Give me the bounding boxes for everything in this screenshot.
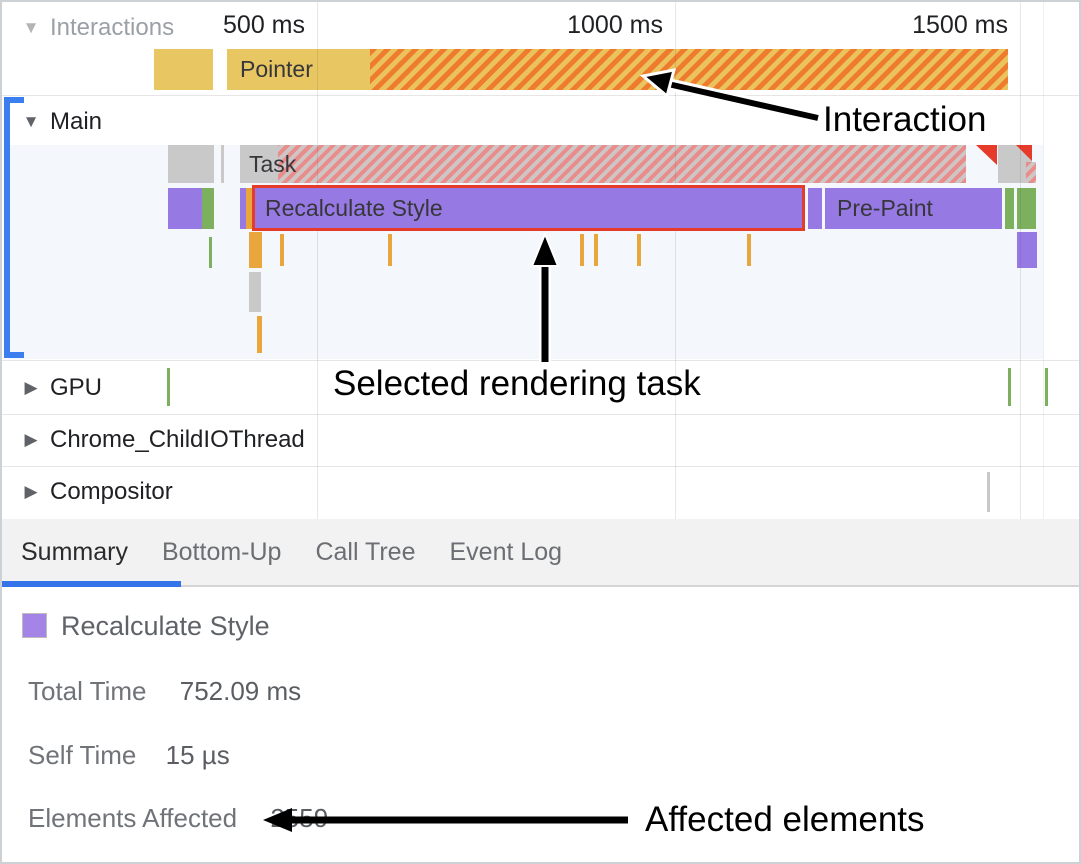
summary-event-title: Recalculate Style bbox=[61, 611, 270, 641]
recalc-style-continuation[interactable] bbox=[808, 188, 822, 229]
pre-paint-label: Pre-Paint bbox=[837, 195, 933, 221]
selected-tab-underline bbox=[0, 581, 181, 587]
recalc-style-sliver[interactable] bbox=[240, 188, 246, 229]
gridline-500ms bbox=[317, 0, 318, 519]
track-divider bbox=[0, 360, 1081, 361]
expand-triangle-icon[interactable]: ▶ bbox=[24, 482, 38, 501]
track-interactions[interactable]: ▼ Interactions bbox=[22, 14, 175, 42]
gridline-1000ms bbox=[675, 0, 676, 519]
track-divider bbox=[0, 95, 1081, 96]
expand-triangle-icon[interactable]: ▶ bbox=[24, 430, 38, 449]
event-tick[interactable] bbox=[637, 234, 641, 266]
summary-total-time-row: Total Time 752.09 ms bbox=[28, 676, 301, 707]
self-time-label: Self Time bbox=[28, 740, 137, 770]
event-tick[interactable] bbox=[257, 316, 262, 353]
track-child-io-label: Chrome_ChildIOThread bbox=[50, 426, 305, 453]
event-tick[interactable] bbox=[747, 234, 751, 266]
event-color-swatch bbox=[22, 613, 47, 638]
total-time-value: 752.09 ms bbox=[179, 676, 302, 706]
long-task-hatch-fragment bbox=[1026, 162, 1036, 183]
track-compositor-label: Compositor bbox=[50, 478, 173, 505]
gpu-event-tick[interactable] bbox=[1008, 368, 1011, 406]
recalculate-style-label: Recalculate Style bbox=[265, 195, 443, 221]
summary-elements-affected-row: Elements Affected 2559 bbox=[28, 803, 328, 834]
selected-track-bracket bbox=[4, 97, 24, 358]
compositor-event-tick[interactable] bbox=[987, 472, 990, 512]
annotation-selected-task: Selected rendering task bbox=[333, 364, 701, 403]
event-tick[interactable] bbox=[388, 234, 392, 266]
recalculate-style-selected-bar[interactable]: Recalculate Style bbox=[252, 185, 805, 231]
event-sliver[interactable] bbox=[246, 188, 255, 229]
event-tick[interactable] bbox=[249, 232, 262, 268]
track-interactions-label: Interactions bbox=[50, 14, 175, 41]
track-divider bbox=[0, 466, 1081, 467]
total-time-label: Total Time bbox=[28, 676, 147, 706]
pointer-interaction-label: Pointer bbox=[240, 56, 313, 82]
event-tick[interactable] bbox=[280, 234, 284, 266]
pre-paint-bar[interactable]: Pre-Paint bbox=[825, 188, 1002, 229]
expand-triangle-icon[interactable]: ▶ bbox=[24, 378, 38, 397]
annotation-affected-elements: Affected elements bbox=[645, 800, 925, 839]
track-main-label: Main bbox=[50, 108, 103, 135]
long-task-bar[interactable]: Task bbox=[240, 145, 966, 183]
track-gpu[interactable]: ▶ GPU bbox=[22, 374, 102, 402]
summary-self-time-row: Self Time 15 µs bbox=[28, 740, 230, 771]
tab-bottom-up[interactable]: Bottom-Up bbox=[161, 537, 282, 566]
pointer-interaction-bar[interactable]: Pointer bbox=[227, 49, 1008, 90]
event-tick[interactable] bbox=[594, 234, 598, 266]
event-tick[interactable] bbox=[209, 237, 212, 268]
gridline-1500ms bbox=[1020, 0, 1021, 519]
tab-event-log[interactable]: Event Log bbox=[449, 537, 563, 566]
ruler-tick-1000ms: 1000 ms bbox=[567, 11, 663, 39]
ruler-tick-500ms: 500 ms bbox=[223, 11, 305, 39]
paint-bar[interactable] bbox=[1005, 188, 1014, 229]
track-compositor[interactable]: ▶ Compositor bbox=[22, 478, 173, 506]
tab-call-tree[interactable]: Call Tree bbox=[315, 537, 416, 566]
recalc-style-bar-small[interactable] bbox=[168, 188, 202, 229]
track-child-io[interactable]: ▶ Chrome_ChildIOThread bbox=[22, 426, 305, 454]
task-bar-short[interactable] bbox=[168, 145, 214, 183]
pointer-interaction-solid bbox=[227, 49, 370, 90]
bottom-panel-tabbar: Summary Bottom-Up Call Tree Event Log bbox=[0, 519, 1081, 587]
collapse-triangle-icon[interactable]: ▼ bbox=[22, 18, 40, 37]
recording-end-line bbox=[1043, 0, 1044, 519]
track-divider bbox=[0, 414, 1081, 415]
elements-affected-value: 2559 bbox=[270, 803, 329, 833]
track-gpu-label: GPU bbox=[50, 374, 103, 401]
gpu-event-tick[interactable] bbox=[1045, 368, 1048, 406]
paint-bar-small[interactable] bbox=[202, 188, 214, 229]
ruler-tick-1500ms: 1500 ms bbox=[912, 11, 1008, 39]
paint-bar[interactable] bbox=[1017, 188, 1036, 229]
tab-summary[interactable]: Summary bbox=[21, 537, 128, 566]
track-main[interactable]: ▼ Main bbox=[22, 108, 102, 136]
pointer-interaction-hatched bbox=[370, 49, 1008, 90]
interaction-event-bar[interactable] bbox=[154, 49, 213, 90]
nested-task-bar[interactable] bbox=[249, 272, 261, 312]
task-bar-sliver[interactable] bbox=[221, 145, 224, 183]
collapse-triangle-icon[interactable]: ▼ bbox=[22, 112, 40, 131]
elements-affected-label: Elements Affected bbox=[28, 803, 238, 833]
annotation-interaction: Interaction bbox=[823, 100, 987, 139]
event-tick[interactable] bbox=[580, 234, 584, 266]
recalc-style-child-bar[interactable] bbox=[1017, 232, 1037, 268]
long-task-label: Task bbox=[249, 151, 297, 177]
self-time-value: 15 µs bbox=[165, 740, 230, 770]
gpu-event-tick[interactable] bbox=[167, 368, 170, 406]
long-task-solid-head bbox=[240, 145, 278, 183]
